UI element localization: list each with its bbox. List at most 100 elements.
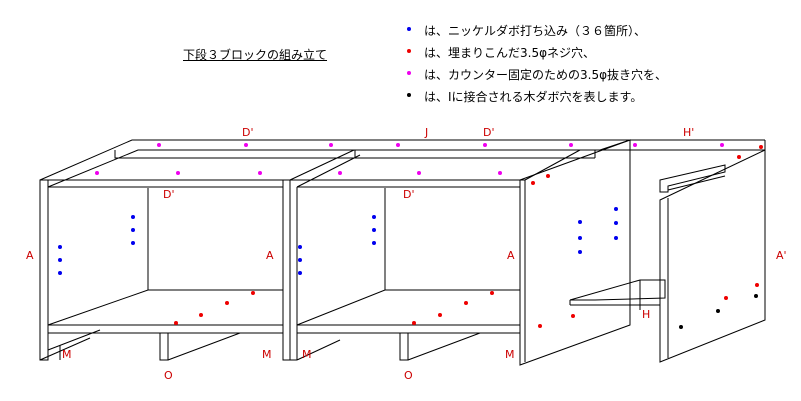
part-labels: D' J D' H' D' D' A A A A' H M M M M O O [26, 126, 787, 382]
screw-hole [538, 324, 542, 328]
nickel-dowel [58, 271, 62, 275]
counter-hole [396, 143, 400, 147]
right-panel-box2 [519, 139, 631, 366]
left-foot-edge [39, 337, 91, 361]
nickel-dowel [372, 228, 376, 232]
screw-hole [225, 301, 229, 305]
counter-hole [329, 143, 333, 147]
label-m-4: M [505, 348, 515, 361]
nickel-dowel [131, 241, 135, 245]
label-d-prime-top-1: D' [242, 126, 254, 139]
foot-2-rail [407, 332, 481, 361]
counter-hole [157, 143, 161, 147]
counter-hole [498, 171, 502, 175]
legend-text: は、カウンター固定のための3.5φ抜き穴を、 [424, 68, 668, 82]
label-d-prime-top-2: D' [483, 126, 495, 139]
counter-hole [633, 143, 637, 147]
wood-dowel-hole [679, 325, 683, 329]
legend-text: は、埋まりこんだ3.5φネジ穴、 [424, 46, 596, 60]
counter-hole [417, 171, 421, 175]
nickel-dowel [58, 258, 62, 262]
nickel-dowel [372, 215, 376, 219]
screw-hole [199, 313, 203, 317]
label-o-1: O [164, 369, 173, 382]
nickel-dowel [298, 245, 302, 249]
counter-hole [258, 171, 262, 175]
black-dot-icon [407, 93, 411, 97]
top-inner-back-1 [47, 149, 333, 188]
divider-top-2 [296, 154, 361, 188]
divider-panel-1 [282, 179, 291, 361]
rail-front-1 [114, 150, 355, 159]
label-h: H [642, 308, 650, 321]
nickel-dowel [58, 245, 62, 249]
screw-hole [490, 291, 494, 295]
screw-hole [737, 155, 741, 159]
counter-hole [483, 143, 487, 147]
nickel-dowel [578, 236, 582, 240]
foot-3-rail [296, 339, 341, 361]
foot-1 [159, 332, 169, 361]
screw-hole [438, 313, 442, 317]
label-a-3: A [507, 249, 515, 262]
nickel-dowel [298, 258, 302, 262]
foot-2 [399, 332, 409, 361]
screw-hole [412, 321, 416, 325]
screw-hole [724, 296, 728, 300]
magenta-dot-icon [407, 71, 411, 75]
right-end-panel [659, 149, 766, 363]
counter-hole [95, 171, 99, 175]
screw-hole [174, 321, 178, 325]
back-panel-2 [384, 188, 520, 291]
label-h-prime: H' [683, 126, 694, 139]
bottom-shelf-2 [296, 289, 521, 326]
screw-hole [464, 301, 468, 305]
left-side-panel [39, 179, 49, 361]
screw-hole [546, 174, 550, 178]
inner-shelf [569, 279, 666, 301]
label-m-1: M [62, 348, 72, 361]
counter-hole [338, 171, 342, 175]
screw-hole [571, 314, 575, 318]
screw-hole [251, 291, 255, 295]
label-m-2: M [262, 348, 272, 361]
red-dot-icon [407, 49, 411, 53]
counter-hole [720, 143, 724, 147]
divider-top-1 [289, 149, 355, 181]
top-back-edge [39, 139, 765, 181]
cabinet-outline [39, 139, 766, 366]
bottom-shelf-1 [47, 289, 284, 326]
counter-hole [569, 143, 573, 147]
legend-text: は、ニッケルダボ打ち込み（３６箇所）、 [424, 24, 647, 38]
label-d-prime-inner-2: D' [403, 188, 415, 201]
right-top-rail-inner [667, 175, 726, 191]
label-a-1: A [26, 249, 34, 262]
wood-dowel-hole [716, 309, 720, 313]
legend-text: は、Iに接合される木ダボ穴を表します。 [424, 90, 643, 104]
nickel-dowel [131, 228, 135, 232]
blue-dot-icon [407, 27, 411, 31]
diagram-title: 下段３ブロックの組み立て [183, 48, 328, 62]
nickel-dowel [298, 271, 302, 275]
label-d-prime-inner-1: D' [163, 188, 175, 201]
label-j: J [424, 126, 428, 139]
nickel-dowel [578, 220, 582, 224]
nickel-dowel [614, 207, 618, 211]
label-o-2: O [404, 369, 413, 382]
nickel-dowel [614, 221, 618, 225]
label-m-3: M [302, 348, 312, 361]
wood-dowel-hole [754, 294, 758, 298]
hole-markers [58, 143, 763, 329]
back-panel-1 [147, 188, 283, 291]
label-a-prime: A' [776, 249, 787, 262]
right-top-rail [659, 164, 726, 193]
nickel-dowel [578, 250, 582, 254]
nickel-dowel [372, 241, 376, 245]
rail-front-2 [354, 150, 595, 159]
nickel-dowel [131, 215, 135, 219]
counter-hole [244, 143, 248, 147]
screw-hole [531, 181, 535, 185]
screw-hole [759, 145, 763, 149]
